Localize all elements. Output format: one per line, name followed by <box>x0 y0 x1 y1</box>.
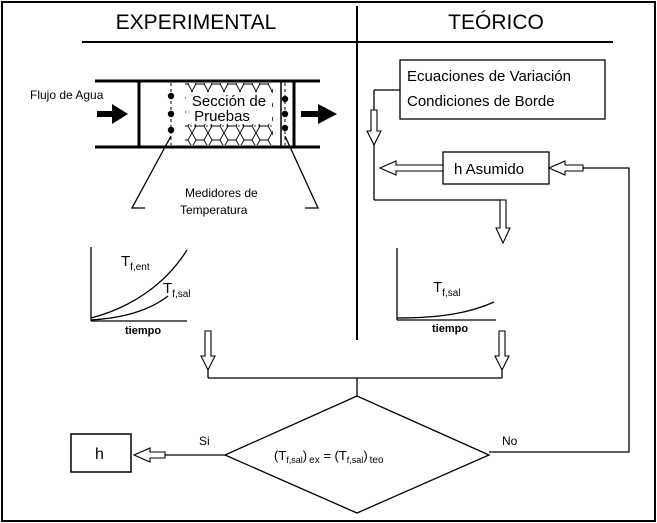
meters-label: Medidores de <box>185 186 258 200</box>
eq-down-arrow <box>366 109 382 147</box>
inlet-arrow <box>97 104 128 124</box>
label-t-f-sal-teo: Tf,sal <box>433 279 461 299</box>
header-experimental: EXPERIMENTAL <box>116 11 277 34</box>
assumed-left-arrow <box>378 160 444 176</box>
feedback-arrow <box>547 160 584 176</box>
experimental-plot <box>90 247 188 322</box>
test-apparatus: Sección de Pruebas <box>95 79 320 149</box>
yes-arrow <box>132 447 166 463</box>
no-label: No <box>502 434 518 448</box>
equations-label: Ecuaciones de Variación <box>407 68 571 85</box>
assumed-h-box <box>442 151 550 185</box>
exp-xlabel: tiempo <box>125 325 161 337</box>
decision-diamond <box>223 395 491 514</box>
header-teorico: TEÓRICO <box>448 11 544 34</box>
flow-label: Flujo de Agua <box>30 88 104 102</box>
test-section-label: Sección de <box>192 93 266 110</box>
assumed-h-label: h Asumido <box>454 161 524 178</box>
curve-t-f-sal-exp <box>90 295 169 321</box>
to-theory-plot-arrow <box>495 199 511 245</box>
teo-xlabel: tiempo <box>432 323 468 335</box>
result-h-box <box>70 433 132 473</box>
label-t-f-ent: Tf,ent <box>121 253 150 273</box>
meter-leaders <box>130 135 320 209</box>
curve-t-f-sal-teo <box>396 301 495 319</box>
theoretical-plot <box>396 248 496 321</box>
decision-formula: (Tf,sal)ex = (Tf,sal)teo <box>274 448 384 466</box>
test-section-label-bg <box>186 92 272 124</box>
teo-down-arrow <box>494 330 510 372</box>
curve-t-f-ent <box>90 249 188 319</box>
result-h-label: h <box>95 446 104 463</box>
outlet-arrow <box>301 104 337 124</box>
test-section-label-2: Pruebas <box>194 108 250 125</box>
yes-label: Si <box>199 434 210 448</box>
feedback-line <box>489 167 630 453</box>
label-t-f-sal-exp: Tf,sal <box>163 280 191 300</box>
meters-label-2: Temperatura <box>180 203 248 217</box>
equations-label-2: Condiciones de Borde <box>407 93 555 110</box>
exp-down-arrow <box>200 330 216 372</box>
